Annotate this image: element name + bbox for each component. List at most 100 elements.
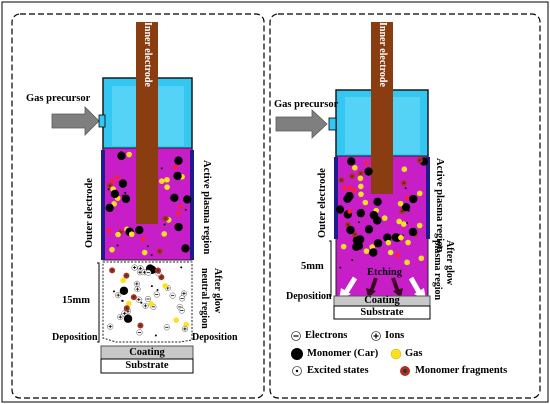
gas-particle <box>404 259 410 266</box>
fragment-core <box>350 175 354 178</box>
legend-excited-label: Excited states <box>307 365 369 376</box>
gas-particle <box>158 178 165 185</box>
legend-fragments-label: Monomer fragments <box>415 365 508 376</box>
right-afterglow-label-1: After glow <box>444 240 455 286</box>
excited-particle <box>156 289 159 292</box>
monomer-particle <box>373 239 383 248</box>
etching-arrow-2 <box>369 277 378 293</box>
legend-gas-label: Gas <box>405 348 423 359</box>
gas-particle <box>120 277 126 284</box>
excited-particle <box>184 208 187 211</box>
right-active-region-label: Active plasma region <box>434 158 445 253</box>
monomer-particle <box>346 225 355 235</box>
monomer-particle <box>401 202 411 212</box>
gas-particle <box>362 199 369 206</box>
ion-plus <box>182 291 186 296</box>
legend-symbols <box>291 331 410 376</box>
red-particle <box>347 209 352 214</box>
red-particle <box>115 175 120 180</box>
monomer-particle <box>409 194 418 204</box>
right-afterglow-label-2: plasma region <box>432 240 443 301</box>
fragment-core <box>132 296 135 299</box>
monomer-particle <box>347 157 356 166</box>
right-distance-bracket <box>329 240 332 297</box>
legend-fragment-core <box>403 369 407 373</box>
monomer-particle <box>355 235 365 244</box>
red-particle <box>342 186 347 191</box>
legend-monomer-symbol <box>291 348 303 360</box>
fragment-core <box>340 178 343 182</box>
gas-particle <box>401 166 408 172</box>
excited-particle <box>404 187 407 190</box>
monomer-particle <box>181 244 190 253</box>
monomer-particle <box>383 233 392 242</box>
red-particle <box>176 211 181 216</box>
excited-particle <box>116 244 119 247</box>
left-gas-arrow <box>51 106 100 136</box>
right-distance-label: 5mm <box>301 261 324 272</box>
monomer-particle <box>356 208 366 218</box>
left-inner-electrode <box>136 22 158 224</box>
left-outer-electrode-r <box>190 150 194 260</box>
ion-plus <box>122 311 126 315</box>
red-particle <box>173 164 178 170</box>
gas-particle <box>416 222 423 229</box>
right-outer-electrode-r <box>426 157 430 239</box>
ion-plus <box>118 315 122 319</box>
excited-particle <box>124 191 127 194</box>
right-coating-label: Coating <box>364 295 400 306</box>
fragment-core <box>108 184 112 187</box>
red-particle <box>395 253 401 258</box>
ion-plus <box>132 265 137 270</box>
gas-particle <box>397 200 404 207</box>
gas-particle <box>363 248 370 254</box>
excited-particle <box>351 259 354 262</box>
excited-particle <box>163 223 166 226</box>
monomer-particle <box>119 286 129 295</box>
fragment-core <box>158 250 161 253</box>
fragment-core <box>139 324 142 327</box>
right-panel-frame <box>269 13 541 399</box>
gas-particle <box>358 191 364 198</box>
excited-particle <box>112 290 115 293</box>
left-substrate <box>100 358 194 374</box>
legend-monomer-label: Monomer (Car) <box>307 348 379 359</box>
monomer-particle <box>174 156 183 165</box>
left-afterglow-label-1: After glow <box>212 268 223 314</box>
fragment-core <box>359 172 362 175</box>
excited-particle <box>160 167 163 170</box>
left-outer-electrode-label: Outer electrode <box>84 178 95 248</box>
right-substrate <box>333 305 431 320</box>
excited-particle <box>120 151 123 154</box>
red-particle <box>364 160 370 166</box>
right-particles <box>335 157 429 269</box>
right-gas-arrow <box>275 109 328 139</box>
right-deposition-label: Deposition <box>286 291 332 302</box>
ion-plus <box>183 327 187 331</box>
excited-particle <box>140 301 143 304</box>
fragment-core <box>164 217 167 220</box>
gas-particle <box>126 151 132 158</box>
legend-electrons-label: Electrons <box>305 330 348 341</box>
legend-excited-dot <box>295 369 299 373</box>
monomer-particle <box>170 193 179 202</box>
fragment-core <box>353 233 356 236</box>
red-particle <box>140 236 146 242</box>
gas-particle <box>115 231 121 238</box>
gas-particle <box>164 176 170 183</box>
left-deposition-label: Deposition <box>52 332 98 343</box>
ion-plus <box>138 270 142 274</box>
gas-particle <box>385 239 392 246</box>
excited-particle <box>121 299 124 302</box>
monomer-particle <box>174 222 183 232</box>
monomer-particle <box>369 210 379 220</box>
gas-particle <box>381 215 388 221</box>
legend-ions-label: Ions <box>385 330 405 341</box>
left-inner-electrode-label: Inner electrode <box>142 22 153 87</box>
monomer-particle <box>352 242 361 251</box>
gas-particle <box>398 234 404 241</box>
monomer-particle <box>373 197 382 207</box>
left-distance-label: 15mm <box>62 295 90 306</box>
